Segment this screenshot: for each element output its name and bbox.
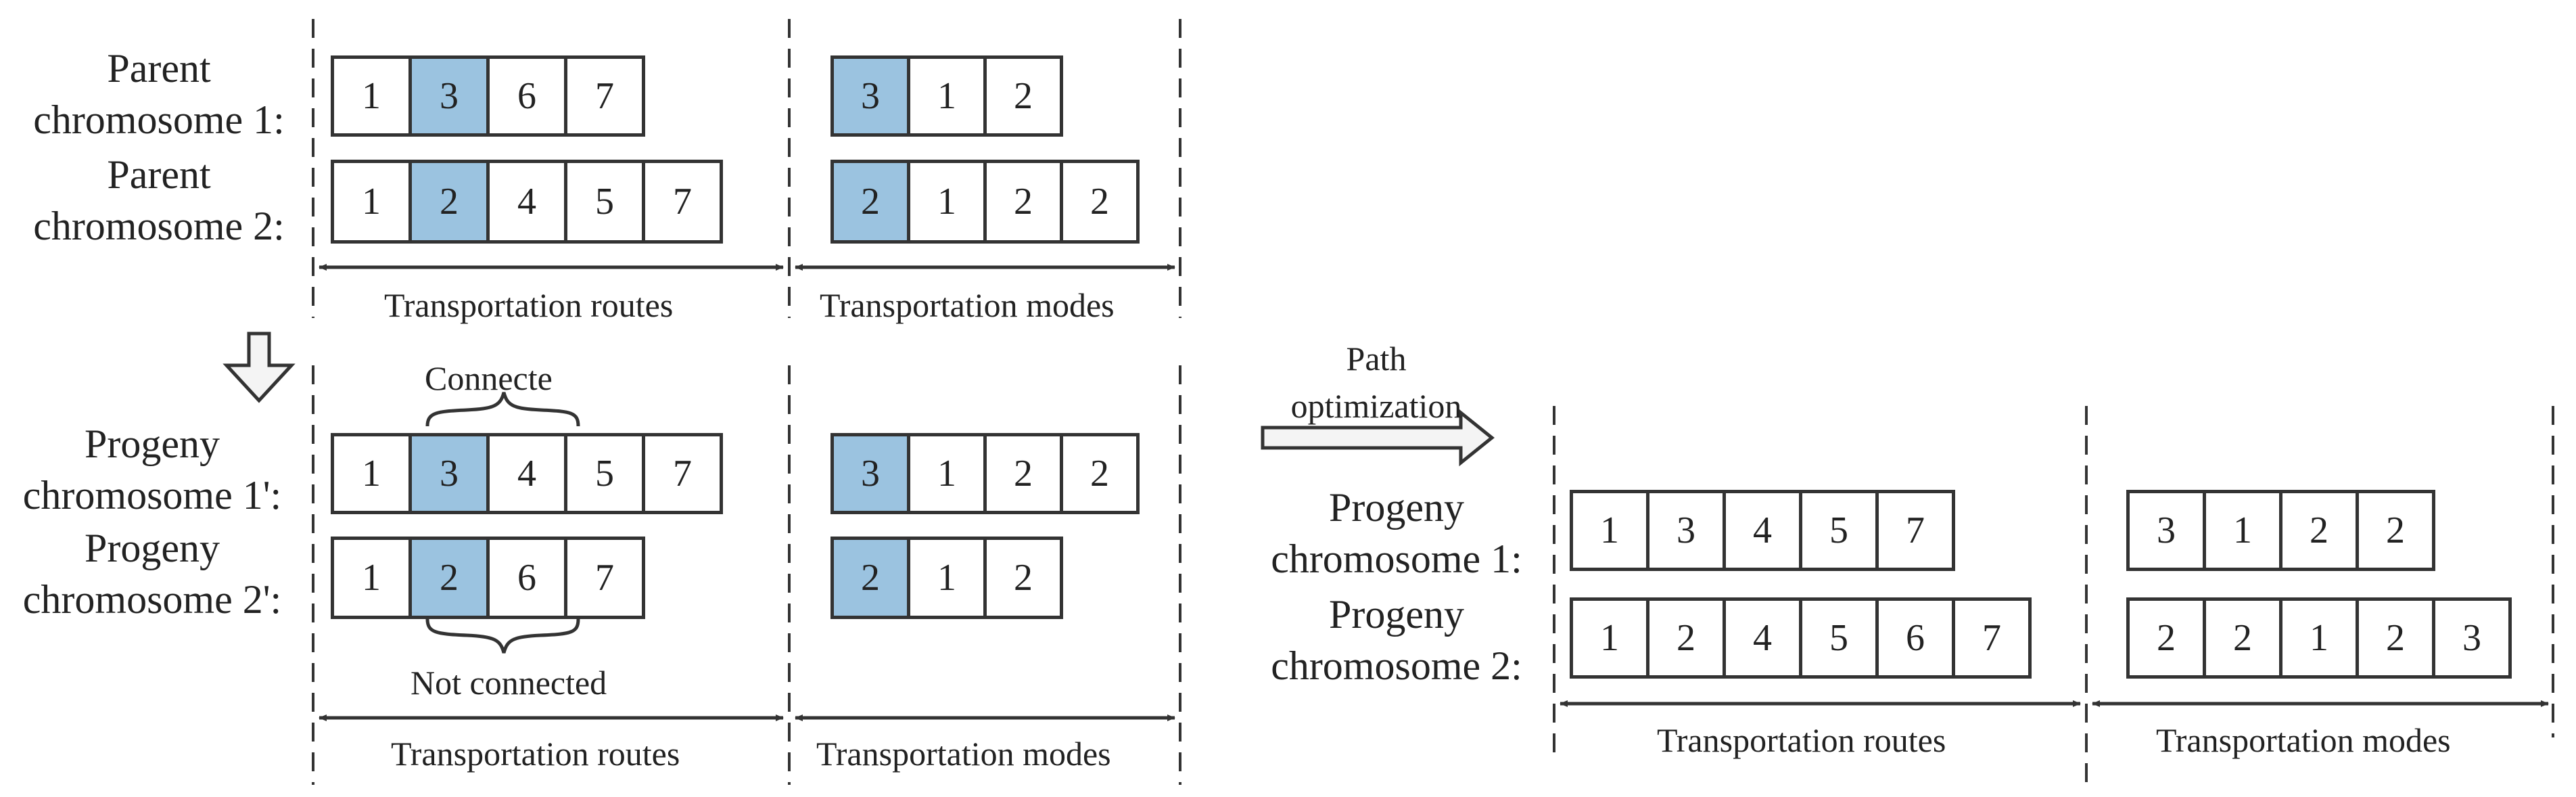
gene-cell: 4 — [1723, 597, 1802, 679]
gene-cell: 2 — [983, 160, 1063, 244]
gene-cell: 4 — [1723, 490, 1802, 571]
connected-brace — [425, 392, 580, 427]
progeny1p-label: Progeny chromosome 1': — [22, 422, 282, 518]
gene-cell: 7 — [642, 160, 723, 244]
routes-axis-label: Transportation routes — [391, 735, 680, 773]
gene-cell: 5 — [564, 433, 645, 514]
gene-cell: 4 — [486, 160, 567, 244]
modes-axis-label: Transportation modes — [816, 735, 1111, 773]
gene-cell: 1 — [331, 160, 412, 244]
gene-cell: 7 — [564, 55, 645, 137]
not-connected-annotation: Not connected — [411, 664, 607, 702]
gene-cell: 1 — [907, 160, 987, 244]
parent1-label: Parent chromosome 1: — [33, 46, 285, 142]
gene-cell: 5 — [1799, 597, 1879, 679]
gene-cell: 1 — [2279, 597, 2359, 679]
gene-cell: 1 — [1570, 490, 1649, 571]
gene-cell: 2 — [408, 160, 490, 244]
right-arrow-icon — [1261, 409, 1495, 467]
gene-cell: 3 — [1646, 490, 1726, 571]
gene-cell: 6 — [486, 537, 567, 619]
connected-annotation: Connecte — [425, 359, 553, 397]
modes-axis-label: Transportation modes — [2156, 721, 2451, 759]
gene-cell: 2 — [1646, 597, 1726, 679]
gene-cell: 2 — [1060, 433, 1140, 514]
down-arrow-icon — [223, 332, 296, 403]
modes-axis-label: Transportation modes — [820, 286, 1115, 324]
gene-cell: 2 — [408, 537, 490, 619]
progeny1-label: Progeny chromosome 1: — [1271, 485, 1522, 581]
gene-cell: 2 — [983, 55, 1063, 137]
gene-cell: 2 — [830, 537, 910, 619]
gene-cell: 7 — [1875, 490, 1955, 571]
gene-cell: 7 — [642, 433, 723, 514]
gene-cell: 3 — [408, 433, 490, 514]
gene-cell: 2 — [2126, 597, 2206, 679]
routes-axis-label: Transportation routes — [1657, 721, 1946, 759]
gene-cell: 2 — [983, 537, 1063, 619]
gene-cell: 5 — [1799, 490, 1879, 571]
gene-cell: 2 — [983, 433, 1063, 514]
gene-cell: 3 — [830, 55, 910, 137]
gene-cell: 1 — [907, 433, 987, 514]
gene-cell: 1 — [331, 433, 412, 514]
gene-cell: 4 — [486, 433, 567, 514]
gene-cell: 2 — [2356, 490, 2435, 571]
gene-cell: 2 — [2279, 490, 2359, 571]
parent2-label: Parent chromosome 2: — [33, 152, 285, 248]
gene-cell: 7 — [1952, 597, 2032, 679]
gene-cell: 6 — [1875, 597, 1955, 679]
routes-axis-label: Transportation routes — [384, 286, 674, 324]
progeny2-label: Progeny chromosome 2: — [1271, 592, 1522, 688]
gene-cell: 3 — [2432, 597, 2512, 679]
gene-cell: 5 — [564, 160, 645, 244]
gene-cell: 1 — [907, 537, 987, 619]
gene-cell: 2 — [1060, 160, 1140, 244]
gene-cell: 1 — [331, 55, 412, 137]
path-optimization-annotation: Path optimization — [1290, 340, 1462, 425]
gene-cell: 1 — [907, 55, 987, 137]
gene-cell: 3 — [2126, 490, 2206, 571]
gene-cell: 3 — [408, 55, 490, 137]
gene-cell: 3 — [830, 433, 910, 514]
gene-cell: 1 — [1570, 597, 1649, 679]
gene-cell: 1 — [331, 537, 412, 619]
gene-cell: 6 — [486, 55, 567, 137]
gene-cell: 1 — [2203, 490, 2282, 571]
gene-cell: 2 — [2356, 597, 2435, 679]
gene-cell: 2 — [830, 160, 910, 244]
not-connected-brace — [425, 618, 580, 654]
gene-cell: 7 — [564, 537, 645, 619]
progeny2p-label: Progeny chromosome 2': — [22, 526, 282, 622]
gene-cell: 2 — [2203, 597, 2282, 679]
